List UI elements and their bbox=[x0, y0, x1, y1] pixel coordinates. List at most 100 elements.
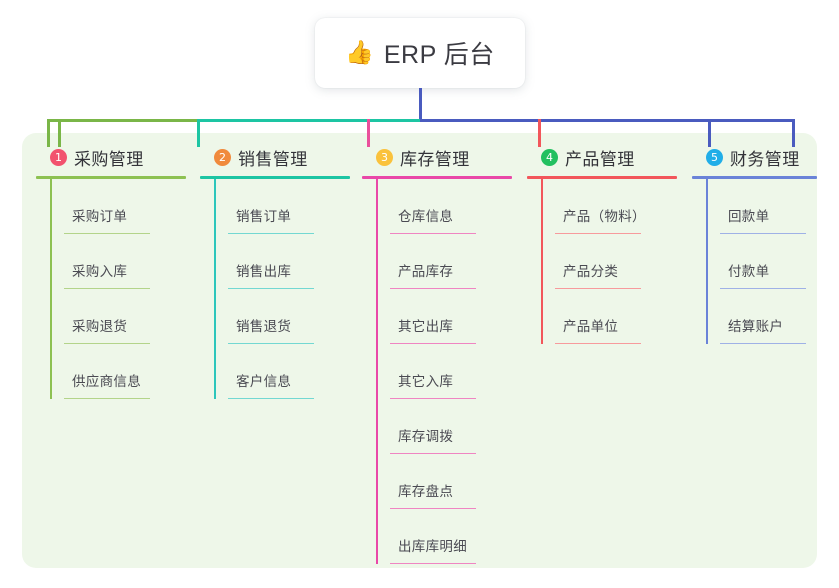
branch-item-list: 产品（物料） 产品分类产品单位 bbox=[541, 179, 677, 344]
branch-item[interactable]: 产品单位 bbox=[555, 289, 677, 344]
branch-item-label: 产品（物料） bbox=[563, 209, 646, 224]
branch-underline bbox=[362, 176, 512, 179]
branch-item[interactable]: 产品（物料） bbox=[555, 179, 677, 234]
branch-item-underline bbox=[555, 342, 641, 344]
connector-bar-segment-3 bbox=[420, 119, 792, 122]
branch-item[interactable]: 结算账户 bbox=[720, 289, 817, 344]
diagram-panel bbox=[22, 133, 817, 568]
branch-item-underline bbox=[390, 232, 476, 234]
branch-item[interactable]: 其它出库 bbox=[390, 289, 512, 344]
branch-spine bbox=[214, 179, 216, 399]
branch-item[interactable]: 库存调拨 bbox=[390, 399, 512, 454]
branch-item[interactable]: 销售退货 bbox=[228, 289, 350, 344]
branch-item[interactable]: 销售出库 bbox=[228, 234, 350, 289]
branch-item-underline bbox=[390, 397, 476, 399]
branch-item-list: 销售订单销售出库销售退货客户信息 bbox=[214, 179, 350, 399]
root-stem-connector bbox=[418, 88, 422, 122]
branch-number-badge: 1 bbox=[50, 148, 67, 166]
branch-item-label: 库存盘点 bbox=[398, 484, 454, 499]
branch-item-list: 回款单付款单结算账户 bbox=[706, 179, 817, 344]
branch-item-underline bbox=[720, 287, 806, 289]
branch-item-underline bbox=[64, 287, 150, 289]
branch-item-underline bbox=[390, 452, 476, 454]
branch-item-label: 付款单 bbox=[728, 264, 770, 279]
branch-item[interactable]: 产品库存 bbox=[390, 234, 512, 289]
branch-spine bbox=[706, 179, 708, 344]
branch-item-label: 产品单位 bbox=[563, 319, 619, 334]
branch-item[interactable]: 付款单 bbox=[720, 234, 817, 289]
branch-item-label: 采购订单 bbox=[72, 209, 128, 224]
branch-spine bbox=[541, 179, 543, 344]
branch-item[interactable]: 产品分类 bbox=[555, 234, 677, 289]
branch-header-采购管理[interactable]: 1 采购管理 bbox=[36, 146, 186, 169]
branch-item-underline bbox=[390, 342, 476, 344]
branch-header-产品管理[interactable]: 4 产品管理 bbox=[527, 146, 677, 169]
branch-title-label: 产品管理 bbox=[565, 149, 635, 169]
branch-item-label: 出库库明细 bbox=[398, 539, 467, 554]
branch-item-label: 产品分类 bbox=[563, 264, 619, 279]
branch-number-badge: 4 bbox=[541, 148, 558, 166]
branch-item[interactable]: 仓库信息 bbox=[390, 179, 512, 234]
branch-title-label: 采购管理 bbox=[74, 149, 144, 169]
branch-title-label: 库存管理 bbox=[400, 149, 470, 169]
branch-column-产品管理: 4 产品管理产品（物料） 产品分类产品单位 bbox=[527, 146, 677, 344]
branch-drop-connector-5 bbox=[708, 119, 711, 147]
branch-item-label: 其它出库 bbox=[398, 319, 454, 334]
branch-item-underline bbox=[390, 507, 476, 509]
branch-item-label: 其它入库 bbox=[398, 374, 454, 389]
branch-item[interactable]: 供应商信息 bbox=[64, 344, 186, 399]
branch-underline bbox=[692, 176, 817, 179]
connector-bar-right-elbow bbox=[792, 119, 795, 147]
branch-item-underline bbox=[555, 232, 641, 234]
branch-item-label: 回款单 bbox=[728, 209, 770, 224]
branch-header-财务管理[interactable]: 5 财务管理 bbox=[692, 146, 817, 169]
branch-item[interactable]: 库存盘点 bbox=[390, 454, 512, 509]
branch-item[interactable]: 出库库明细 bbox=[390, 509, 512, 564]
branch-item[interactable]: 采购订单 bbox=[64, 179, 186, 234]
branch-drop-connector-1 bbox=[58, 119, 61, 147]
branch-drop-connector-4 bbox=[538, 119, 541, 147]
connector-bar-segment-1 bbox=[47, 119, 200, 122]
branch-item-underline bbox=[228, 342, 314, 344]
branch-underline bbox=[200, 176, 350, 179]
root-node-label: ERP 后台 bbox=[383, 41, 495, 69]
branch-item-label: 销售出库 bbox=[236, 264, 292, 279]
branch-item-underline bbox=[228, 287, 314, 289]
branch-item[interactable]: 采购入库 bbox=[64, 234, 186, 289]
connector-bar-segment-2 bbox=[197, 119, 423, 122]
branch-column-财务管理: 5 财务管理回款单付款单结算账户 bbox=[692, 146, 817, 344]
branch-item-underline bbox=[228, 397, 314, 399]
thumbs-up-icon: 👍 bbox=[345, 38, 374, 65]
branch-item-label: 销售订单 bbox=[236, 209, 292, 224]
root-node[interactable]: 👍 ERP 后台 bbox=[315, 18, 525, 88]
branch-item-underline bbox=[555, 287, 641, 289]
branch-item-underline bbox=[228, 232, 314, 234]
branch-item-underline bbox=[64, 342, 150, 344]
branch-spine bbox=[50, 179, 52, 399]
branch-title-label: 财务管理 bbox=[730, 149, 800, 169]
branch-item[interactable]: 回款单 bbox=[720, 179, 817, 234]
branch-item[interactable]: 客户信息 bbox=[228, 344, 350, 399]
branch-spine bbox=[376, 179, 378, 564]
branch-underline bbox=[36, 176, 186, 179]
branch-item[interactable]: 其它入库 bbox=[390, 344, 512, 399]
branch-number-badge: 5 bbox=[706, 148, 723, 166]
branch-title-label: 销售管理 bbox=[238, 149, 308, 169]
branch-item-underline bbox=[64, 232, 150, 234]
branch-item[interactable]: 采购退货 bbox=[64, 289, 186, 344]
branch-item-list: 采购订单采购入库采购退货供应商信息 bbox=[50, 179, 186, 399]
branch-drop-connector-2 bbox=[197, 119, 200, 147]
branch-item-label: 供应商信息 bbox=[72, 374, 141, 389]
branch-underline bbox=[527, 176, 677, 179]
branch-item[interactable]: 销售订单 bbox=[228, 179, 350, 234]
branch-item-label: 仓库信息 bbox=[398, 209, 454, 224]
branch-item-label: 采购入库 bbox=[72, 264, 128, 279]
branch-drop-connector-3 bbox=[367, 119, 370, 147]
branch-item-label: 采购退货 bbox=[72, 319, 128, 334]
branch-item-label: 结算账户 bbox=[728, 319, 784, 334]
branch-item-label: 销售退货 bbox=[236, 319, 292, 334]
